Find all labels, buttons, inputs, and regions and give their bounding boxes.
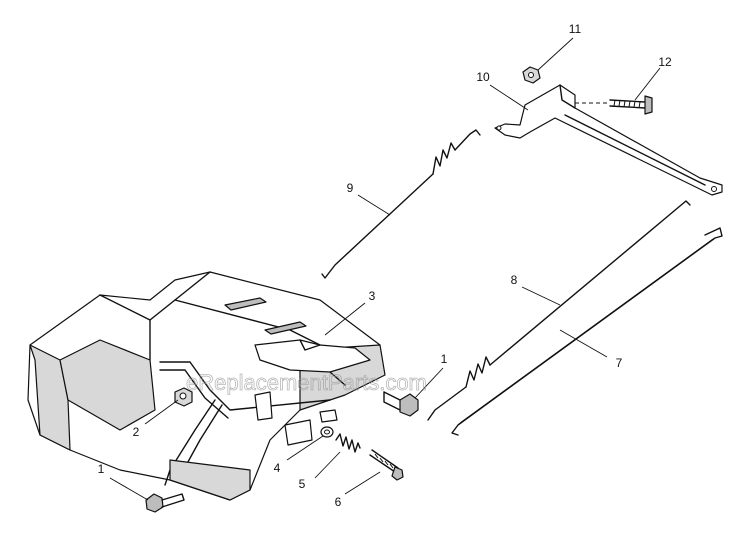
rod-7 (451, 227, 723, 436)
callout-9: 9 (347, 181, 354, 195)
leader-lines (109, 37, 661, 501)
nut-2 (174, 387, 193, 407)
rod-8 (427, 200, 691, 421)
callout-11: 11 (569, 22, 582, 36)
bolt-1-right (383, 391, 419, 417)
bolt-1-lower (145, 493, 185, 513)
screw-12 (575, 95, 653, 115)
screw-6 (369, 449, 404, 481)
shroud-cover (27, 271, 386, 501)
rod-9 (321, 129, 481, 279)
callout-6: 6 (335, 495, 342, 509)
callout-8: 8 (511, 273, 518, 287)
callout-5: 5 (299, 477, 306, 491)
watermark-text: eReplacementParts.com (186, 370, 427, 395)
lever-bracket-10 (494, 84, 723, 196)
callout-4: 4 (274, 461, 281, 475)
spring-5 (335, 433, 361, 453)
callout-1-right: 1 (441, 352, 448, 366)
nut-11 (522, 66, 541, 84)
callout-1-lower: 1 (98, 462, 105, 476)
callout-labels: 1 1 2 3 4 5 6 7 8 9 10 11 12 (98, 22, 672, 509)
callout-2: 2 (133, 425, 140, 439)
callout-7: 7 (616, 356, 623, 370)
washer-4 (320, 426, 334, 438)
callout-10: 10 (476, 70, 490, 84)
callout-3: 3 (369, 289, 376, 303)
callout-12: 12 (658, 55, 672, 69)
